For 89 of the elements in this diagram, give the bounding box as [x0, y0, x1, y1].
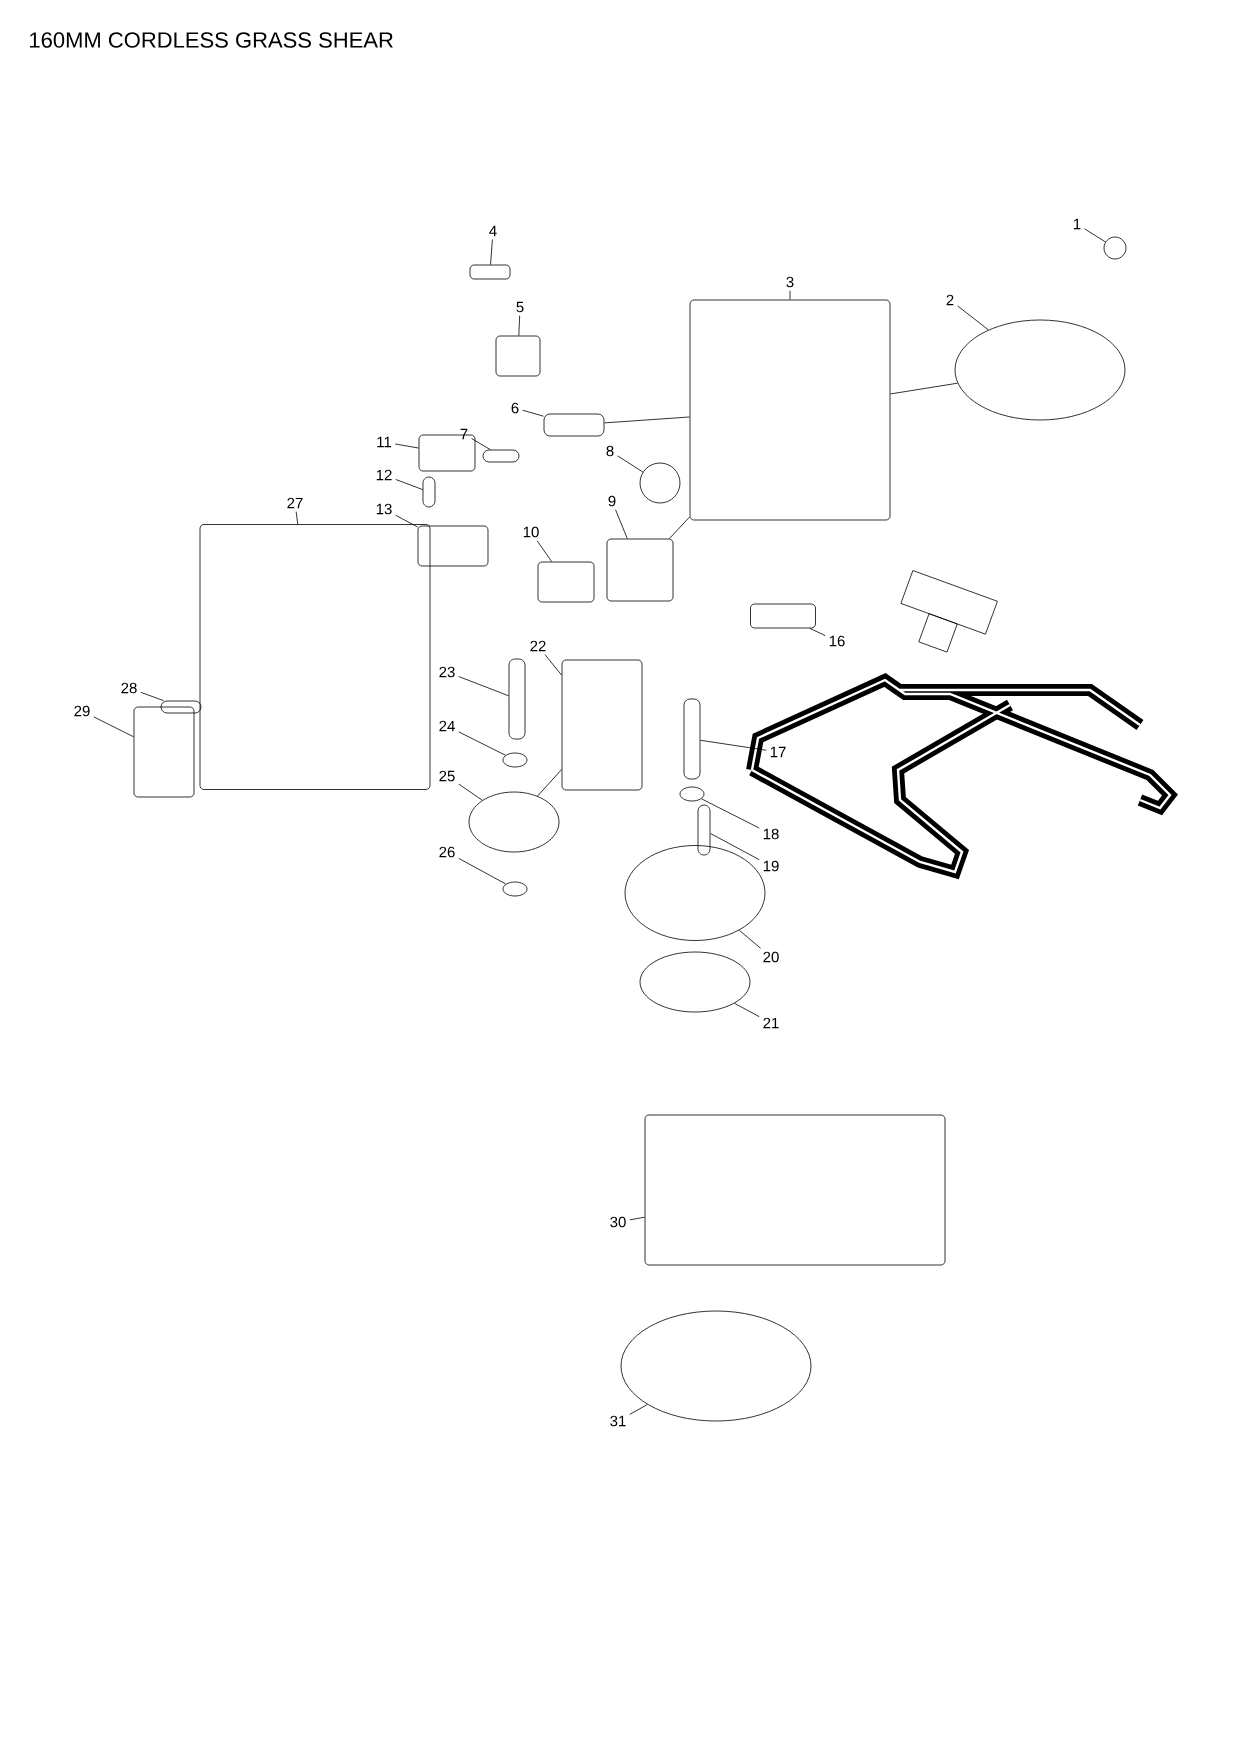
leader-line: [629, 1404, 648, 1415]
callout-number: 9: [608, 495, 616, 507]
leader-line: [809, 628, 826, 636]
leader-line: [458, 783, 483, 801]
leader-line: [738, 929, 762, 949]
leader-line: [518, 315, 521, 336]
leader-line: [734, 1002, 760, 1018]
leader-line: [1084, 228, 1106, 243]
housing-drawing: [199, 524, 431, 790]
callout-number: 11: [377, 436, 392, 448]
callout-number: 5: [516, 301, 524, 313]
block-drawing: [606, 538, 674, 602]
callout-number: 3: [786, 276, 794, 288]
callout-number: 10: [523, 526, 539, 538]
callout-number: 24: [439, 720, 455, 732]
block-drawing: [750, 603, 816, 629]
callout-number: 27: [287, 497, 303, 509]
washer-drawing: [502, 881, 528, 897]
leader-line: [629, 1216, 645, 1221]
callout-number: 23: [439, 666, 455, 678]
spring-drawing: [422, 476, 436, 508]
callout-number: 28: [121, 682, 137, 694]
cover-drawing: [133, 706, 195, 798]
callout-number: 16: [829, 635, 845, 647]
leader-line: [522, 409, 544, 417]
title: 160MM CORDLESS GRASS SHEAR: [30, 32, 393, 48]
trigger-drawing: [417, 525, 489, 567]
callout-number: 26: [439, 846, 455, 858]
clip-drawing: [495, 335, 541, 377]
washer-drawing: [502, 752, 528, 768]
callout-number: 31: [610, 1415, 626, 1427]
leader-line: [544, 654, 562, 676]
callout-number: 29: [74, 705, 90, 717]
leader-line: [295, 511, 299, 525]
callout-number: 12: [376, 469, 392, 481]
leader-line: [458, 676, 509, 697]
callout-number: 4: [489, 225, 497, 237]
callout-number: 2: [946, 294, 954, 306]
ring-drawing: [639, 462, 681, 504]
blade-drawing: [644, 1114, 946, 1266]
spring-drawing: [482, 449, 520, 463]
leader-line: [395, 514, 418, 528]
callout-number: 30: [610, 1216, 626, 1228]
assembly-line: [537, 769, 562, 797]
plate-drawing: [639, 951, 751, 1013]
leader-line: [617, 455, 644, 473]
screw-drawing: [1103, 236, 1127, 260]
leader-line: [458, 731, 506, 756]
callout-number: 20: [763, 951, 779, 963]
callout-number: 13: [376, 503, 392, 515]
leader-line: [789, 290, 791, 300]
gear-drawing: [468, 791, 560, 853]
callout-number: 1: [1073, 218, 1081, 230]
assembly-line: [669, 516, 690, 539]
leader-line: [701, 798, 760, 829]
callout-number: 22: [530, 640, 546, 652]
callout-number: 18: [763, 828, 779, 840]
leader-line: [536, 540, 553, 562]
callout-number: 19: [763, 860, 779, 872]
pin-drawing: [508, 658, 526, 740]
plate-drawing: [469, 264, 511, 280]
leader-line: [957, 305, 989, 331]
leader-line: [93, 716, 134, 738]
callout-number: 21: [763, 1017, 779, 1029]
pin-drawing: [683, 698, 701, 780]
leader-line: [615, 509, 628, 539]
assembly-line: [890, 382, 958, 395]
assembly-line: [604, 416, 690, 424]
shield-drawing: [954, 319, 1126, 421]
callout-number: 7: [460, 428, 468, 440]
leader-line: [394, 443, 419, 449]
callout-number: 17: [770, 746, 786, 758]
callout-number: 25: [439, 770, 455, 782]
leader-line: [395, 479, 423, 490]
leader-line: [700, 739, 767, 751]
leader-line: [471, 438, 491, 450]
tube-drawing: [543, 413, 605, 437]
screw-drawing: [160, 700, 202, 714]
callout-number: 8: [606, 445, 614, 457]
leader-line: [458, 858, 507, 885]
washer-drawing: [679, 786, 705, 802]
bracket-drawing: [537, 561, 595, 603]
leader-line: [140, 691, 164, 701]
leader-line: [490, 239, 493, 265]
pin-drawing: [697, 804, 711, 856]
housing-drawing: [689, 299, 891, 521]
leader-line: [710, 833, 760, 861]
callout-number: 6: [511, 402, 519, 414]
motor-drawing: [561, 659, 643, 791]
